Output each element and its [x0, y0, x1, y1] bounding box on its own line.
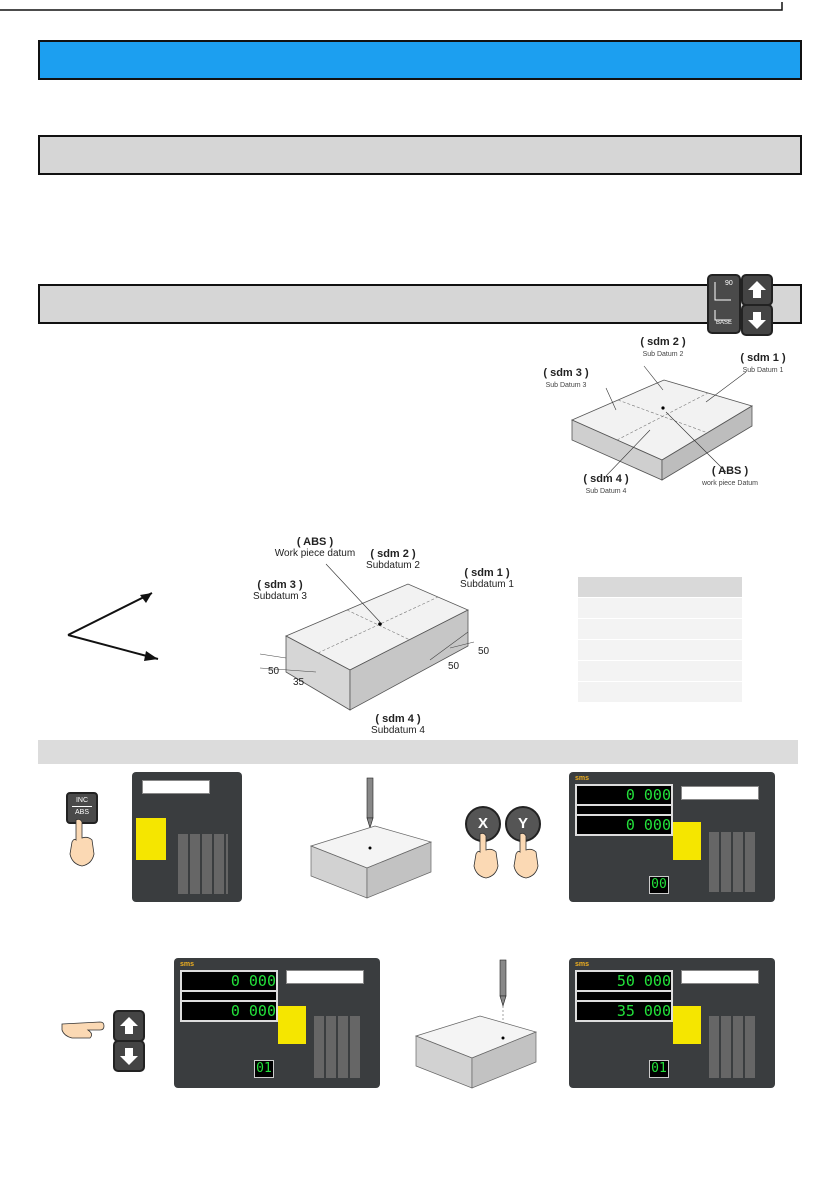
workpiece-figure-2	[259, 563, 475, 711]
fig2-dim-3: 50	[448, 661, 460, 672]
dro-c-y-readout: 0 000	[180, 1000, 278, 1022]
workpiece-figure-1	[571, 365, 753, 481]
dro-c-axis-keys	[278, 1006, 306, 1044]
fig1-sdm3-sub: Sub Datum 3	[545, 382, 587, 389]
dro-b-sdm-number: 00	[649, 876, 669, 894]
abs-label: ABS	[74, 809, 89, 816]
arrow-down-icon	[748, 312, 766, 329]
pointer-arrows	[67, 592, 159, 661]
dro-b-axis-keys	[673, 822, 701, 860]
fig1-sdm4-sub: Sub Datum 4	[585, 488, 627, 495]
table-row	[578, 619, 742, 640]
dro-a-axis-keys	[136, 818, 166, 860]
dro-d-keypad	[709, 1016, 757, 1078]
fig2-sdm4-sub: Subdatum 4	[371, 725, 425, 736]
subsection-bar-2	[38, 284, 802, 324]
table-row	[578, 598, 742, 619]
dro-b-y-readout: 0 000	[575, 814, 673, 836]
dro-c-sdm-number: 01	[254, 1060, 274, 1078]
fig1-sdm1-sub: Sub Datum 1	[742, 367, 784, 374]
datum-table	[578, 577, 742, 703]
finger-icon	[513, 832, 539, 879]
base-key-label: BASE	[716, 320, 733, 326]
table-row	[578, 682, 742, 703]
fig2-sdm4-label: ( sdm 4 )	[375, 713, 421, 725]
fig1-sdm3: ( sdm 3 ) Sub Datum 3	[531, 368, 601, 391]
fig2-abs: ( ABS )Work piece datum	[270, 536, 360, 560]
drill-figure-1	[309, 777, 433, 899]
dro-c-keypad	[314, 1016, 362, 1078]
inc-label: INC	[75, 797, 89, 804]
table-row	[578, 640, 742, 661]
fig2-sdm4: ( sdm 4 )Subdatum 4	[358, 713, 438, 737]
dro-d-sdm-number: 01	[649, 1060, 669, 1078]
fig1-abs: ( ABS ) work piece Datum	[690, 466, 770, 489]
fig2-sdm3: ( sdm 3 )Subdatum 3	[240, 579, 320, 603]
table-row	[578, 661, 742, 682]
dro-panel-b: sms 0 000 0 000 00	[569, 772, 775, 902]
fig1-sdm3-label: ( sdm 3 )	[543, 367, 589, 379]
dro-d-axis-keys	[673, 1006, 701, 1044]
fig2-abs-sub: Work piece datum	[274, 548, 356, 559]
fig1-sdm2-sub: Sub Datum 2	[642, 351, 684, 358]
fig1-sdm4-label: ( sdm 4 )	[583, 473, 629, 485]
dro-d-y-readout: 35 000	[575, 1000, 673, 1022]
dro-c-x-readout: 0 000	[180, 970, 278, 992]
arrow-down-key-2[interactable]	[113, 1040, 145, 1072]
arrow-down-key[interactable]	[741, 304, 773, 336]
dro-a-keypad	[178, 834, 228, 894]
fig2-sdm2-label: ( sdm 2 )	[370, 548, 416, 560]
fig2-sdm1-label: ( sdm 1 )	[464, 567, 510, 579]
inc-abs-key[interactable]: INC ABS	[66, 792, 98, 824]
fig2-sdm3-sub: Subdatum 3	[253, 591, 307, 602]
dro-b-x-readout: 0 000	[575, 784, 673, 806]
top-rule	[0, 2, 783, 11]
drill-figure-2	[414, 959, 538, 1089]
fig1-sdm4: ( sdm 4 ) Sub Datum 4	[571, 474, 641, 497]
fig1-sdm1: ( sdm 1 ) Sub Datum 1	[728, 353, 798, 376]
subsection-bar-1	[38, 135, 802, 175]
dro-d-message-screen	[681, 970, 759, 984]
dro-panel-a	[132, 772, 242, 902]
fig2-sdm1-sub: Subdatum 1	[460, 579, 514, 590]
fig1-sdm2: ( sdm 2 ) Sub Datum 2	[628, 337, 698, 360]
base-key[interactable]: 90 BASE	[707, 274, 741, 334]
axis-icon	[714, 282, 731, 321]
dro-b-message-screen	[681, 786, 759, 800]
fig2-dim-1: 50	[268, 666, 280, 677]
arrow-up-key[interactable]	[741, 274, 773, 306]
fig2-abs-label: ( ABS )	[296, 536, 334, 548]
dro-c-message-screen	[286, 970, 364, 984]
dro-d-x-readout: 50 000	[575, 970, 673, 992]
fig2-sdm2-sub: Subdatum 2	[366, 560, 420, 571]
fig2-sdm3-label: ( sdm 3 )	[257, 579, 303, 591]
fig1-sdm2-label: ( sdm 2 )	[640, 336, 686, 348]
dro-b-keypad	[709, 832, 757, 892]
dro-d-brand: sms	[575, 961, 590, 968]
base-key-top-label: 90	[725, 280, 733, 287]
finger-icon	[473, 832, 499, 879]
fig2-dim-4: 50	[478, 646, 490, 657]
dro-b-brand: sms	[575, 775, 590, 782]
table-header	[578, 577, 742, 598]
dro-c-brand: sms	[180, 961, 195, 968]
arrow-up-icon	[748, 281, 766, 298]
dro-panel-c: sms 0 000 0 000 01	[174, 958, 380, 1088]
arrow-up-key-2[interactable]	[113, 1010, 145, 1042]
fig1-sdm1-label: ( sdm 1 )	[740, 352, 786, 364]
arrow-down-icon	[120, 1048, 138, 1065]
fig2-dim-2: 35	[293, 677, 305, 688]
fig1-abs-sub: work piece Datum	[701, 480, 759, 487]
fig2-sdm2: ( sdm 2 )Subdatum 2	[353, 548, 433, 572]
fig1-abs-label: ( ABS )	[711, 465, 749, 477]
section-title-bar	[38, 40, 802, 80]
finger-icon	[69, 818, 95, 867]
dro-panel-d: sms 50 000 35 000 01	[569, 958, 775, 1088]
procedure-bar	[38, 740, 798, 764]
arrow-up-icon	[120, 1017, 138, 1034]
pointing-hand-icon	[61, 1021, 105, 1039]
fig2-sdm1: ( sdm 1 )Subdatum 1	[447, 567, 527, 591]
dro-a-message-screen	[142, 780, 210, 794]
